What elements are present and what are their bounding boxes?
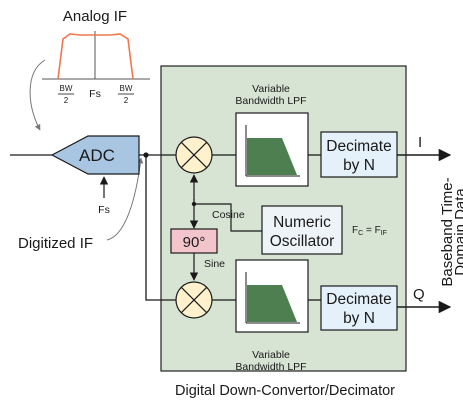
output-i-label: I	[418, 134, 422, 151]
adc-label: ADC	[79, 146, 115, 165]
svg-text:Decimate: Decimate	[326, 138, 391, 155]
svg-text:Baseband Time-: Baseband Time-	[439, 177, 456, 286]
mixer-q	[175, 281, 213, 319]
mixer-i	[175, 136, 213, 174]
lo-junction	[191, 201, 197, 207]
analog-if-spectrum	[42, 31, 150, 80]
phase-shift-label: 90°	[183, 234, 206, 251]
bw-right-label: BW 2	[118, 84, 134, 105]
svg-text:BW: BW	[120, 84, 133, 93]
numeric-oscillator: Numeric Oscillator	[261, 205, 343, 255]
lpf-bottom	[235, 259, 309, 333]
svg-text:by N: by N	[343, 157, 375, 174]
cosine-label: Cosine	[212, 209, 245, 221]
svg-text:2: 2	[64, 96, 69, 105]
fs-spectrum-label: Fs	[89, 88, 101, 100]
bw-left-label: BW 2	[58, 84, 74, 105]
svg-text:by N: by N	[343, 310, 375, 327]
svg-text:Oscillator: Oscillator	[270, 233, 335, 250]
svg-text:Numeric: Numeric	[273, 214, 331, 231]
phase-shift-block	[170, 228, 218, 254]
lpf-top-label-1: Variable	[252, 83, 290, 95]
panel-title: Digital Down-Convertor/Decimator	[175, 383, 395, 399]
output-q-label: Q	[413, 286, 425, 303]
lpf-bottom-label-2: Bandwidth LPF	[235, 361, 306, 373]
analog-if-title: Analog IF	[63, 8, 127, 25]
nco-frequency-equation: FC = FIF	[352, 225, 387, 237]
cosine-line	[194, 203, 262, 232]
lpf-top	[235, 112, 309, 187]
svg-text:Domain Data: Domain Data	[452, 188, 463, 276]
baseband-side-label: Baseband Time- Domain Data	[439, 177, 463, 286]
decimate-bottom: Decimate by N	[320, 285, 398, 331]
decimate-top: Decimate by N	[320, 131, 398, 178]
adc-clock-label: Fs	[98, 204, 110, 216]
lpf-top-label-2: Bandwidth LPF	[235, 95, 306, 107]
svg-text:2: 2	[124, 96, 129, 105]
lpf-bottom-label-1: Variable	[252, 349, 290, 361]
split-to-q-line	[145, 155, 176, 301]
sine-label: Sine	[204, 258, 225, 270]
svg-text:BW: BW	[60, 84, 73, 93]
analog-pointer-arrow	[29, 59, 46, 131]
svg-text:Decimate: Decimate	[326, 291, 391, 308]
digitized-if-label: Digitized IF	[18, 235, 93, 252]
